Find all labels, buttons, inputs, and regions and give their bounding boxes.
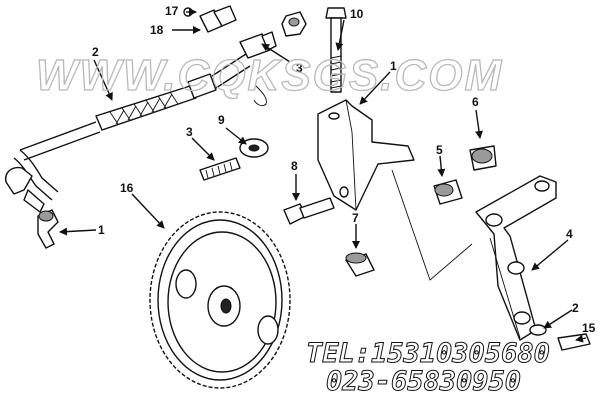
callout-5: 5 [436,143,443,157]
threaded-stud [199,157,241,181]
callout-17: 17 [165,4,179,18]
watermark-phone-2: 023-65830950 [326,366,521,397]
callout-8: 8 [291,159,298,173]
callout-3-top: 3 [296,61,303,75]
elbow-connector [37,209,59,249]
callout-18: 18 [150,23,164,37]
callout-labels: 17 18 10 3 2 3 9 1 6 5 8 7 1 16 4 2 15 [92,4,596,335]
flange-bolt [283,197,335,225]
callout-1-bracket: 1 [390,59,397,73]
fuel-line-assembly [5,5,277,213]
callout-3-stud: 3 [186,125,193,139]
gear-hole-left [175,269,197,299]
callout-6: 6 [472,95,479,109]
callout-1-elbow: 1 [98,223,105,237]
mounting-bracket [317,99,415,211]
callout-arrows [59,8,587,343]
callout-16: 16 [120,181,134,195]
callout-7: 7 [352,211,359,225]
spacer [345,252,375,277]
callout-2-right: 2 [572,301,579,315]
watermark-phone: TEL:15310305680 [306,338,550,369]
callout-4: 4 [566,227,573,241]
callout-10: 10 [350,7,364,21]
lever-arm [475,175,557,341]
bushing-5 [433,179,463,205]
hex-nut-top [281,11,307,37]
flange-nut [239,138,269,158]
elbow-fitting [5,166,33,195]
cam-gear [149,211,291,389]
watermark-overlay: WWW.CQKSGS.COM TEL:15310305680 023-65830… [35,50,550,397]
clip-wire [253,85,267,107]
gear-hole-right [257,315,279,345]
watermark-site: WWW.CQKSGS.COM [36,51,503,100]
callout-9: 9 [218,113,225,127]
callout-15: 15 [582,321,596,335]
bushing-6 [469,145,497,171]
callout-2-left: 2 [92,45,99,59]
hose-nut [187,73,217,99]
long-bolt [325,7,347,93]
assembly-guide-line [391,169,473,281]
